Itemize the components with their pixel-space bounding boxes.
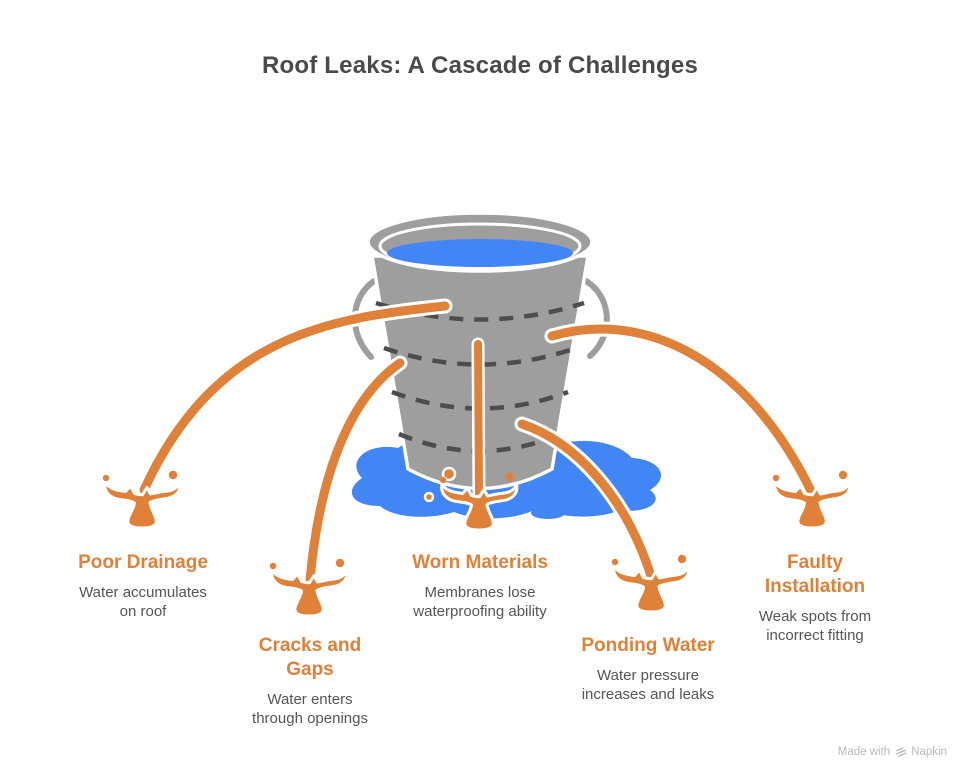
item-cracks-and-gaps: Cracks and Gaps Water enters through ope… (240, 634, 380, 729)
napkin-logo-icon (895, 747, 907, 757)
splash-icon-worn-materials (438, 471, 519, 532)
item-worn-materials: Worn Materials Membranes lose waterproof… (390, 551, 570, 622)
item-description: Membranes lose waterproofing ability (413, 584, 547, 620)
page-title: Roof Leaks: A Cascade of Challenges (262, 52, 698, 79)
stream-cracks-and-gaps (302, 355, 408, 588)
bucket-icon (366, 211, 594, 503)
item-title: Cracks and Gaps (258, 635, 362, 681)
splash-icon-faulty-installation (771, 469, 852, 530)
item-description: Weak spots from incorrect fitting (758, 608, 872, 644)
leak-hole-icon (441, 466, 457, 482)
watermark-brand: Napkin (911, 746, 947, 758)
item-description: Water accumulates on roof (79, 584, 207, 620)
splash-icon-ponding-water (610, 553, 691, 614)
splash-icon-cracks-and-gaps (268, 557, 349, 618)
splash-icon-poor-drainage (101, 469, 182, 530)
puddle-icon (351, 435, 662, 519)
item-title: Faulty Installation (764, 552, 866, 598)
water-icon (387, 239, 573, 267)
item-faulty-installation: Faulty Installation Weak spots from inco… (750, 551, 880, 646)
item-description: Water pressure increases and leaks (581, 667, 715, 703)
stream-faulty-installation (544, 321, 819, 499)
leak-hole-icon (423, 491, 435, 503)
bucket-bands-icon (375, 300, 585, 454)
item-poor-drainage: Poor Drainage Water accumulates on roof (73, 551, 213, 622)
watermark-prefix: Made with (837, 746, 891, 758)
stream-poor-drainage (136, 298, 453, 498)
stream-worn-materials (471, 337, 486, 501)
watermark[interactable]: Made with Napkin (838, 746, 947, 758)
item-title: Poor Drainage (78, 552, 208, 573)
item-description: Water enters through openings (252, 691, 368, 727)
bucket-handle-icon (349, 275, 613, 363)
item-ponding-water: Ponding Water Water pressure increases a… (573, 634, 723, 705)
item-title: Worn Materials (412, 552, 548, 573)
item-title: Ponding Water (581, 635, 715, 656)
